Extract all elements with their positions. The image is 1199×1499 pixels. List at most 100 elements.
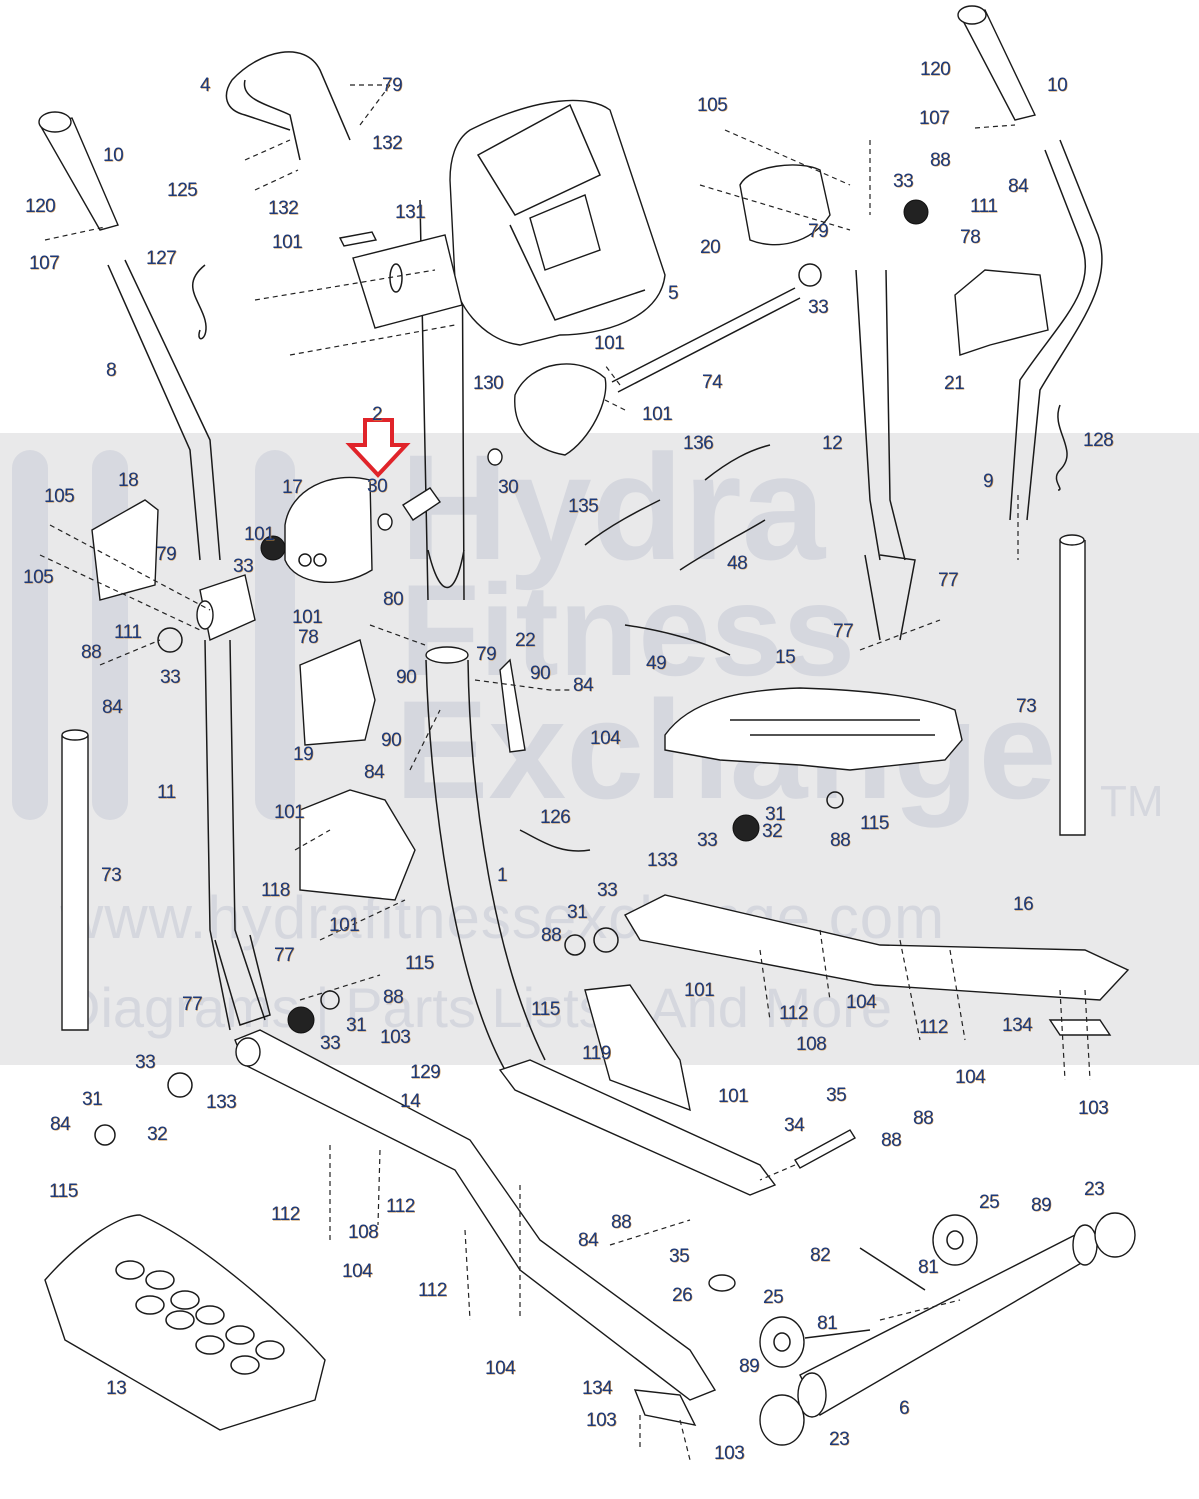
part-label[interactable]: 33 [160,667,181,688]
part-label[interactable]: 101 [718,1086,749,1107]
part-label[interactable]: 31 [346,1015,367,1036]
part-label[interactable]: 101 [244,524,275,545]
part-label[interactable]: 84 [50,1114,71,1135]
part-label[interactable]: 79 [808,221,829,242]
part-label[interactable]: 77 [182,994,203,1015]
part-label[interactable]: 19 [293,744,314,765]
part-label[interactable]: 108 [348,1222,379,1243]
part-label[interactable]: 136 [683,433,714,454]
part-label[interactable]: 111 [970,196,998,217]
part-label[interactable]: 34 [784,1115,805,1136]
part-label[interactable]: 82 [810,1245,831,1266]
part-label[interactable]: 120 [920,59,951,80]
part-label[interactable]: 104 [846,992,877,1013]
part-label[interactable]: 134 [582,1378,613,1399]
part-label[interactable]: 8 [106,360,117,381]
part-label[interactable]: 33 [597,880,618,901]
part-label[interactable]: 18 [118,470,139,491]
part-label[interactable]: 115 [405,953,434,974]
part-label[interactable]: 78 [298,627,319,648]
part-label[interactable]: 35 [826,1085,847,1106]
part-label[interactable]: 88 [611,1212,632,1233]
part-label[interactable]: 88 [913,1108,934,1129]
part-label[interactable]: 80 [383,589,404,610]
part-label[interactable]: 88 [830,830,851,851]
part-label[interactable]: 88 [81,642,102,663]
part-label[interactable]: 108 [796,1034,827,1055]
part-label[interactable]: 88 [541,925,562,946]
part-label[interactable]: 101 [274,802,305,823]
part-label[interactable]: 10 [103,145,124,166]
part-label[interactable]: 132 [268,198,299,219]
part-label[interactable]: 103 [380,1027,411,1048]
part-label[interactable]: 84 [573,675,594,696]
part-label[interactable]: 103 [586,1410,617,1431]
part-label[interactable]: 112 [919,1017,948,1038]
part-label[interactable]: 129 [410,1062,441,1083]
part-label[interactable]: 30 [498,477,519,498]
part-label[interactable]: 79 [156,544,177,565]
part-label[interactable]: 33 [320,1033,341,1054]
part-label[interactable]: 112 [386,1196,415,1217]
part-label[interactable]: 15 [775,647,796,668]
part-label[interactable]: 105 [697,95,728,116]
part-label[interactable]: 107 [919,108,950,129]
part-label[interactable]: 33 [697,830,718,851]
part-label[interactable]: 20 [700,237,721,258]
part-label[interactable]: 74 [702,372,723,393]
part-label[interactable]: 103 [714,1443,745,1464]
part-label[interactable]: 31 [82,1089,103,1110]
part-label[interactable]: 33 [233,556,254,577]
part-label[interactable]: 132 [372,133,403,154]
part-label[interactable]: 127 [146,248,177,269]
part-label[interactable]: 130 [473,373,504,394]
part-label[interactable]: 101 [642,404,673,425]
part-label[interactable]: 23 [1084,1179,1105,1200]
part-label[interactable]: 25 [763,1287,784,1308]
part-label[interactable]: 90 [396,667,417,688]
part-label[interactable]: 17 [282,477,303,498]
part-label[interactable]: 33 [893,171,914,192]
part-label[interactable]: 12 [822,433,843,454]
part-label[interactable]: 73 [101,865,122,886]
part-label[interactable]: 105 [44,486,75,507]
part-label[interactable]: 103 [1078,1098,1109,1119]
part-label[interactable]: 84 [102,697,123,718]
part-label[interactable]: 125 [167,180,198,201]
part-label[interactable]: 101 [594,333,625,354]
part-label[interactable]: 101 [684,980,715,1001]
part-label[interactable]: 33 [135,1052,156,1073]
part-label[interactable]: 128 [1083,430,1114,451]
part-label[interactable]: 101 [292,607,323,628]
part-label[interactable]: 111 [114,622,142,643]
part-label[interactable]: 88 [930,150,951,171]
part-label[interactable]: 112 [418,1280,447,1301]
part-label[interactable]: 22 [515,630,536,651]
part-label[interactable]: 133 [206,1092,237,1113]
part-label[interactable]: 131 [395,202,426,223]
part-label[interactable]: 77 [938,570,959,591]
part-label[interactable]: 25 [979,1192,1000,1213]
part-label[interactable]: 33 [808,297,829,318]
part-label[interactable]: 88 [383,987,404,1008]
part-label[interactable]: 134 [1002,1015,1033,1036]
part-label[interactable]: 112 [779,1003,808,1024]
part-label[interactable]: 11 [157,782,176,803]
part-label[interactable]: 105 [23,567,54,588]
part-label[interactable]: 13 [106,1378,127,1399]
part-label[interactable]: 78 [960,227,981,248]
part-label[interactable]: 90 [530,663,551,684]
part-label[interactable]: 84 [364,762,385,783]
part-label[interactable]: 16 [1013,894,1034,915]
part-label[interactable]: 84 [1008,176,1029,197]
part-label[interactable]: 115 [531,999,560,1020]
part-label[interactable]: 119 [582,1043,611,1064]
part-label[interactable]: 104 [485,1358,516,1379]
part-label[interactable]: 73 [1016,696,1037,717]
part-label[interactable]: 118 [261,880,290,901]
part-label[interactable]: 77 [833,621,854,642]
part-label[interactable]: 120 [25,196,56,217]
part-label[interactable]: 115 [860,813,889,834]
part-label[interactable]: 35 [669,1246,690,1267]
part-label[interactable]: 104 [955,1067,986,1088]
